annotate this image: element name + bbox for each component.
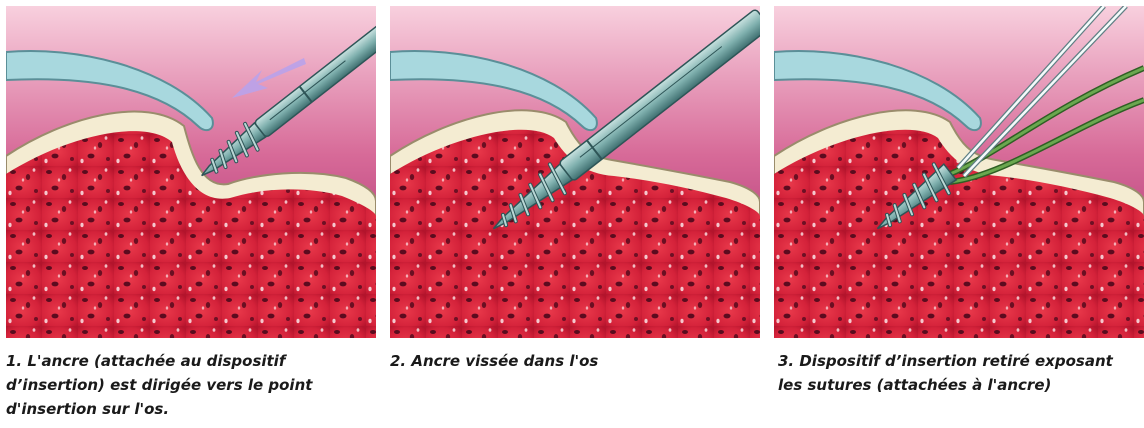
sutures-exposed-illustration bbox=[774, 6, 1144, 338]
anchor-screwed-illustration bbox=[390, 6, 760, 338]
caption-step-3: 3. Dispositif d’insertion retiré exposan… bbox=[778, 349, 1138, 397]
caption-step-1: 1. L'ancre (attachée au dispositif d’ins… bbox=[6, 349, 336, 421]
caption-step-2: 2. Ancre vissée dans l'os bbox=[390, 349, 760, 373]
illustration-panel-2 bbox=[390, 6, 760, 338]
anchor-directed-illustration bbox=[6, 6, 376, 338]
illustration-panel-1 bbox=[6, 6, 376, 338]
illustration-panel-3 bbox=[774, 6, 1144, 338]
